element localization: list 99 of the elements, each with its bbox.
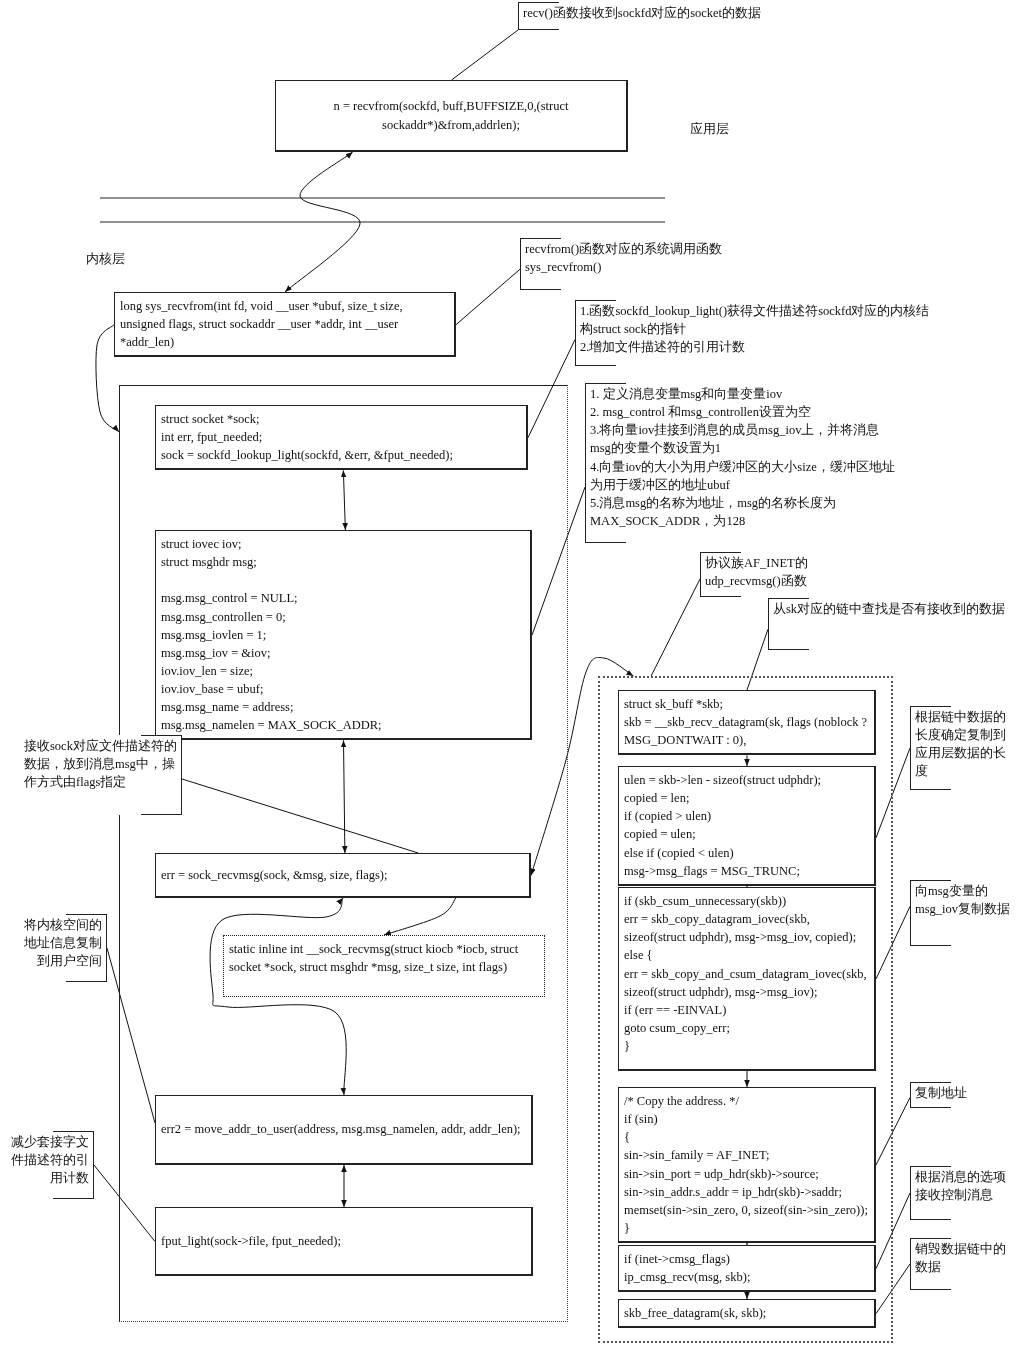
code-line: struct sk_buff *skb; — [624, 696, 725, 713]
code-line: msg.msg_controllen = 0; — [161, 608, 287, 626]
code-line: fput_light(sock->file, fput_needed); — [161, 1232, 342, 1250]
code-line: iov.iov_base = ubuf; — [161, 681, 265, 698]
code-box — [618, 1299, 876, 1329]
code-line: msg->msg_flags = MSG_TRUNC; — [624, 862, 801, 880]
code-line: } — [624, 1038, 631, 1055]
code-line: msg.msg_namelen = MAX_SOCK_ADDR; — [161, 717, 383, 735]
note-text: 1. 定义消息变量msg和向量变量iov — [590, 386, 784, 403]
arrow — [530, 657, 634, 876]
note-text: 根据消息的选项接收控制消息 — [915, 1169, 1007, 1205]
note-text: 4.向量iov的大小为用户缓冲区的大小size，缓冲区地址为用于缓冲区的地址ubuf — [590, 458, 896, 494]
code-line: msg.msg_iovlen = 1; — [161, 626, 268, 644]
code-line: ulen = skb->len - sizeof(struct udphdr); — [624, 772, 823, 789]
code-line: } — [624, 1219, 631, 1237]
arrow — [341, 1164, 347, 1208]
code-line: err = sock_recvmsg(sock, &msg, size, flags); — [161, 866, 389, 884]
code-box — [223, 935, 545, 997]
code-box — [618, 1245, 876, 1293]
code-box — [618, 690, 876, 756]
code-line: skb = __skb_recv_datagram(sk, flags (noblock ? MSG_DONTWAIT : 0), — [624, 714, 869, 750]
leader-line — [650, 578, 701, 677]
code-box — [618, 766, 876, 886]
code-line: skb_free_datagram(sk, skb); — [624, 1305, 768, 1322]
note-text: 接收sock对应文件描述符的数据，放到消息msg中，操作方式由flags指定 — [24, 738, 177, 792]
note-text: recv()函数接收到sockfd对应的socket的数据 — [523, 5, 763, 22]
code-box — [155, 1095, 533, 1165]
code-line: struct socket *sock; — [161, 411, 261, 428]
note-text: recvfrom()函数对应的系统调用函数 sys_recvfrom() — [525, 241, 724, 277]
arrow — [209, 897, 347, 1096]
arrow — [744, 1291, 750, 1300]
code-line: iov.iov_len = size; — [161, 662, 254, 680]
code-line: err2 = move_addr_to_user(address, msg.msg_namelen, addr, addr_len); — [161, 1121, 522, 1139]
code-line: sin->sin_addr.s_addr = ip_hdr(skb)->saddr; — [624, 1183, 843, 1201]
note-text: 5.消息msg的名称为地址，msg的名称长度为MAX_SOCK_ADDR，为128 — [590, 494, 838, 530]
code-box — [155, 530, 532, 741]
code-line: sin->sin_family = AF_INET; — [624, 1147, 771, 1165]
code-box — [155, 1207, 533, 1276]
code-line: long sys_recvfrom(int fd, void __user *ubuf, size_t size, unsigned flags, struct sockaddr __user *addr, int __user *addr_len) — [120, 298, 404, 352]
code-line: ip_cmsg_recv(msg, skb); — [624, 1269, 752, 1287]
code-line: int err, fput_needed; — [161, 429, 264, 447]
leader-line — [181, 778, 419, 854]
code-box — [114, 292, 456, 358]
code-line: copied = ulen; — [624, 826, 697, 844]
code-line: if (sin) — [624, 1111, 659, 1129]
arrow — [744, 754, 750, 767]
code-line: goto csum_copy_err; — [624, 1019, 731, 1037]
code-line: { — [624, 1129, 631, 1147]
code-line: msg.msg_iov = &iov; — [161, 644, 272, 662]
code-line: copied = len; — [624, 790, 691, 808]
code-box — [618, 887, 876, 1071]
code-line: if (copied > ulen) — [624, 808, 713, 826]
code-line: err = skb_copy_and_csum_datagram_iovec(skb, sizeof(struct udphdr), msg->msg_iov); — [624, 965, 868, 1001]
arrow — [340, 469, 348, 531]
code-box — [275, 80, 628, 152]
code-box — [155, 853, 531, 898]
code-box — [155, 405, 528, 471]
note-text: 减少套接字文件描述符的引用计数 — [10, 1134, 89, 1188]
code-line: if (inet->cmsg_flags) — [624, 1251, 731, 1268]
note-text: 复制地址 — [915, 1085, 968, 1102]
layer-label: 应用层 — [690, 120, 729, 138]
note-text: 根据链中数据的长度确定复制到应用层数据的长度 — [915, 709, 1007, 781]
note-text: 协议族AF_INET的udp_recvmsg()函数 — [705, 555, 809, 591]
code-box — [618, 1087, 876, 1243]
code-line: static inline int __sock_recvmsg(struct kiocb *iocb, struct socket *sock, struct msghdr *msg, size_t size, int flags) — [229, 941, 520, 977]
code-line: memset(sin->sin_zero, 0, sizeof(sin->sin_zero)); — [624, 1201, 869, 1219]
code-line: else if (copied < ulen) — [624, 844, 735, 862]
arrow — [95, 324, 120, 433]
leader-line — [451, 29, 519, 81]
note-text: 销毁数据链中的数据 — [915, 1241, 1007, 1277]
arrow — [340, 739, 348, 854]
note-text: 1.函数sockfd_lookup_light()获得文件描述符sockfd对应的内核结构struct sock的指针 — [580, 303, 931, 339]
code-line: else { — [624, 947, 654, 965]
code-line: n = recvfrom(sockfd, buff,BUFFSIZE,0,(struct sockaddr*)&from,addrlen); — [332, 98, 570, 134]
arrow — [744, 1070, 750, 1088]
arrow — [284, 151, 361, 293]
leader-line — [746, 628, 769, 691]
code-line: msg.msg_control = NULL; — [161, 590, 299, 608]
code-line: /* Copy the address. */ — [624, 1093, 740, 1110]
code-line: struct msghdr msg; — [161, 554, 258, 572]
layer-label: 内核层 — [86, 250, 125, 268]
leader-line — [106, 947, 156, 1124]
code-line: if (skb_csum_unnecessary(skb)) — [624, 893, 788, 910]
arrow — [383, 897, 457, 936]
leader-line — [93, 1164, 156, 1242]
code-line: sin->sin_port = udp_hdr(skb)->source; — [624, 1165, 820, 1183]
function-frame — [598, 676, 893, 1343]
code-line: err = skb_copy_datagram_iovec(skb, sizeof(struct udphdr), msg->msg_iov, copied); — [624, 911, 858, 947]
note-text: 2.增加文件描述符的引用计数 — [580, 339, 747, 357]
code-line: sock = sockfd_lookup_light(sockfd, &err, &fput_needed); — [161, 447, 454, 465]
code-line: msg.msg_name = address; — [161, 699, 295, 717]
note-text: 将内核空间的地址信息复制到用户空间 — [23, 917, 102, 971]
code-line: if (err == -EINVAL) — [624, 1001, 728, 1019]
leader-line — [455, 268, 521, 326]
note-text: 从sk对应的链中查找是否有接收到的数据 — [773, 601, 1007, 618]
code-line: struct iovec iov; — [161, 536, 243, 553]
note-text: 2. msg_control 和msg_controllen设置为空 — [590, 404, 812, 422]
note-text: 向msg变量的msg_iov复制数据 — [915, 883, 1012, 919]
note-text: 3.将向量iov挂接到消息的成员msg_iov上，并将消息msg的变量个数设置为1 — [590, 422, 881, 458]
